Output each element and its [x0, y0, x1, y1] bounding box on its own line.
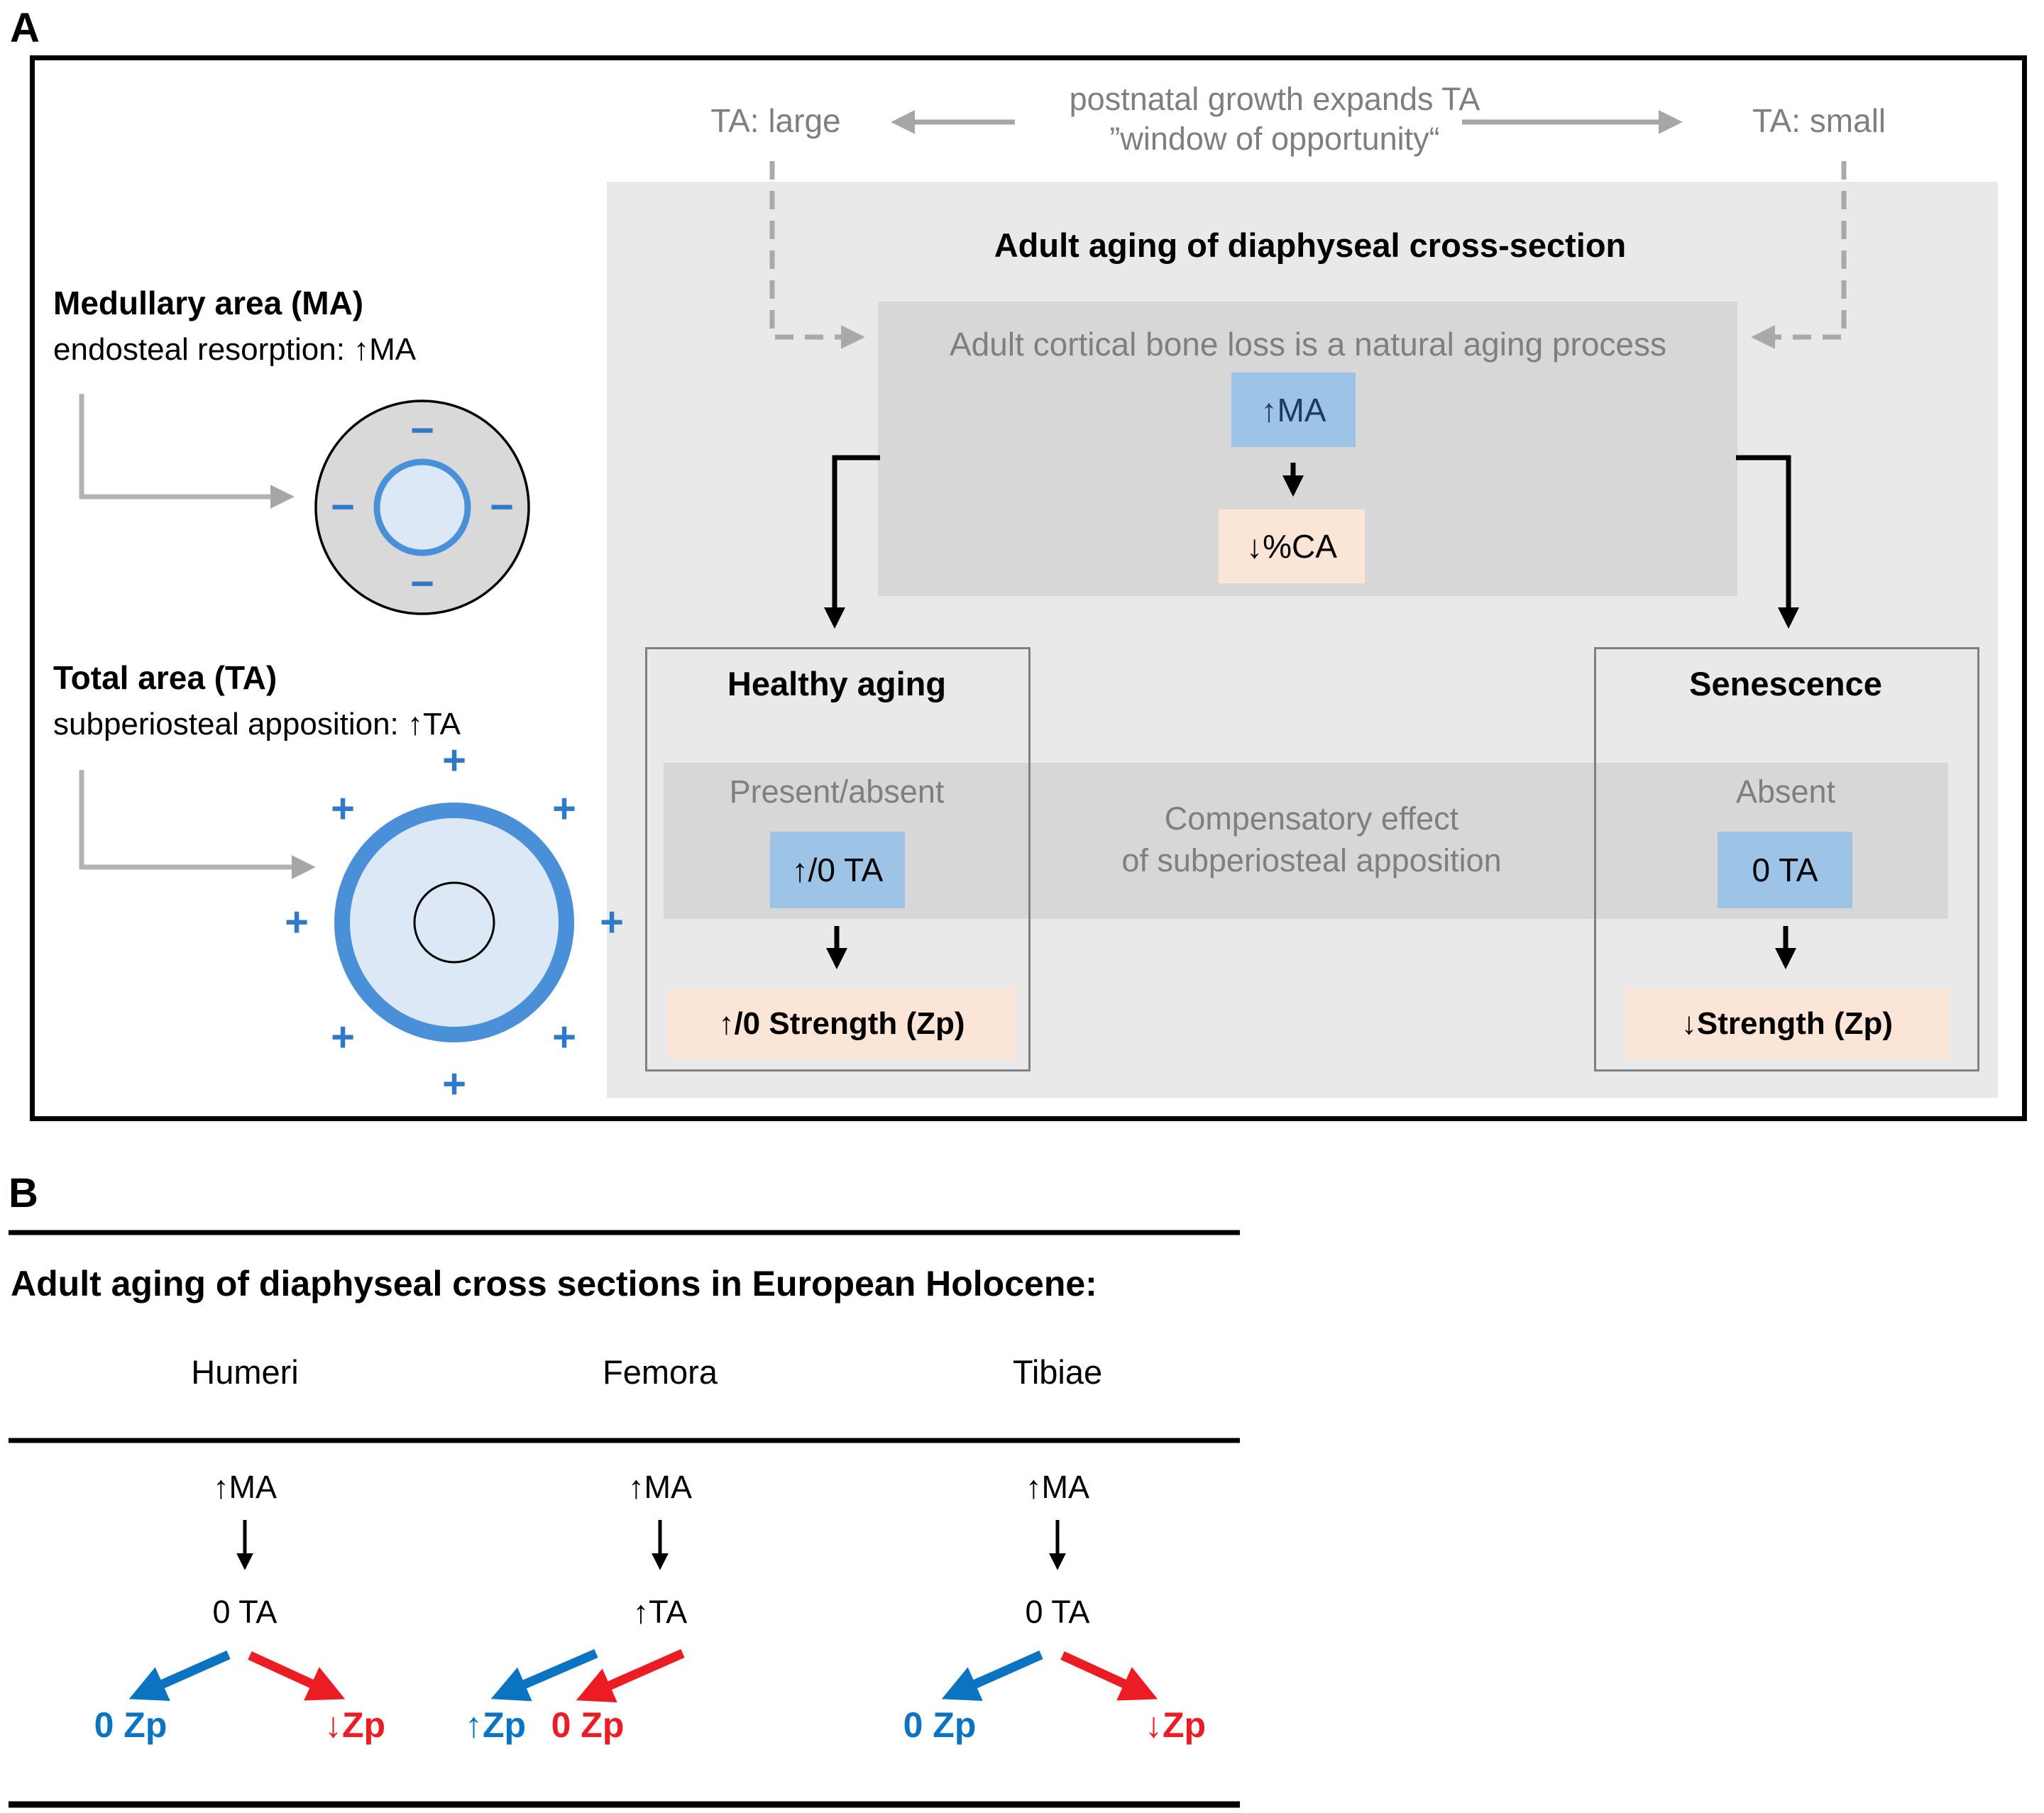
femora-ta: ↑TA	[632, 1594, 688, 1630]
senescence-strength-chip: ↓Strength (Zp)	[1625, 988, 1949, 1059]
plus-icon: +	[600, 899, 624, 945]
arrow-tibiae-zp-blue	[941, 1651, 1043, 1701]
plus-icon: +	[285, 899, 309, 945]
healthy-ta-label: ↑/0 TA	[791, 852, 884, 888]
femora-zp-red: 0 Zp	[551, 1705, 625, 1745]
healthy-aging-box	[645, 647, 1031, 1071]
panel-b-heading: Adult aging of diaphyseal cross sections…	[11, 1264, 1097, 1304]
plus-icon: +	[442, 737, 466, 783]
panel-b-label: B	[9, 1170, 38, 1216]
plus-icon: +	[552, 1014, 576, 1060]
healthy-aging-title: Healthy aging	[727, 665, 947, 702]
cortical-note: Adult cortical bone loss is a natural ag…	[949, 326, 1667, 363]
senescence-strength-label: ↓Strength (Zp)	[1681, 1006, 1894, 1041]
medullary-subtitle: endosteal resorption: ↑MA	[53, 332, 417, 367]
senescence-title: Senescence	[1689, 665, 1882, 702]
tibiae-ma: ↑MA	[1026, 1469, 1089, 1505]
minus-icon: −	[410, 561, 434, 607]
growth-note: postnatal growth expands TA ”window of o…	[1070, 79, 1480, 160]
growth-note-line2: ”window of opportunity“	[1109, 121, 1440, 158]
plus-icon: +	[331, 786, 355, 832]
femora-ma: ↑MA	[628, 1469, 692, 1505]
tibiae-zp-blue: 0 Zp	[903, 1705, 977, 1745]
ca-decrease-chip: ↓%CA	[1219, 509, 1365, 583]
column-header-femora: Femora	[603, 1353, 718, 1391]
femora-zp-blue: ↑Zp	[464, 1705, 527, 1745]
ma-increase-chip: ↑MA	[1231, 373, 1356, 447]
healthy-ta-chip: ↑/0 TA	[770, 832, 905, 908]
panel-a-title: Adult aging of diaphyseal cross-section	[994, 226, 1627, 264]
humeri-zp-red: ↓Zp	[324, 1705, 386, 1745]
humeri-zp-blue: 0 Zp	[94, 1705, 167, 1745]
healthy-status: Present/absent	[729, 773, 945, 810]
healthy-strength-chip: ↑/0 Strength (Zp)	[668, 988, 1016, 1059]
healthy-strength-label: ↑/0 Strength (Zp)	[718, 1006, 965, 1041]
humeri-ta: 0 TA	[212, 1594, 278, 1630]
arrow-humeri-zp-red	[248, 1651, 346, 1701]
senescence-box	[1594, 647, 1979, 1071]
ta-large-label: TA: large	[710, 102, 841, 139]
compensatory-line2: of subperiosteal apposition	[1121, 842, 1502, 878]
senescence-ta-chip: 0 TA	[1718, 832, 1852, 908]
senescence-status: Absent	[1735, 773, 1836, 810]
humeri-ma: ↑MA	[213, 1469, 277, 1505]
arrow-femora-zp-red	[576, 1649, 685, 1703]
compensatory-note: Compensatory effect of subperiosteal app…	[1121, 798, 1501, 881]
total-area-title: Total area (TA)	[53, 659, 278, 696]
minus-icon: −	[410, 407, 434, 453]
compensatory-line1: Compensatory effect	[1164, 800, 1459, 837]
minus-icon: −	[331, 484, 355, 530]
medullary-title: Medullary area (MA)	[53, 285, 364, 321]
ma-increase-label: ↑MA	[1260, 391, 1326, 429]
arrow-tibiae-zp-red	[1060, 1651, 1158, 1701]
plus-icon: +	[552, 786, 576, 832]
arrow-femora-zp-blue	[490, 1649, 598, 1702]
tibiae-zp-red: ↓Zp	[1144, 1705, 1207, 1745]
panel-a-label: A	[10, 5, 40, 51]
minus-icon: −	[490, 484, 514, 530]
column-header-humeri: Humeri	[191, 1353, 299, 1391]
growth-note-line1: postnatal growth expands TA	[1069, 81, 1480, 117]
plus-icon: +	[442, 1061, 466, 1107]
senescence-ta-label: 0 TA	[1752, 852, 1818, 888]
column-header-tibiae: Tibiae	[1012, 1353, 1103, 1391]
ca-decrease-label: ↓%CA	[1246, 528, 1337, 565]
tibiae-ta: 0 TA	[1025, 1594, 1090, 1630]
ta-small-label: TA: small	[1752, 102, 1886, 139]
total-area-subtitle: subperiosteal apposition: ↑TA	[53, 707, 461, 742]
plus-icon: +	[331, 1014, 355, 1060]
arrow-humeri-zp-blue	[128, 1651, 231, 1701]
